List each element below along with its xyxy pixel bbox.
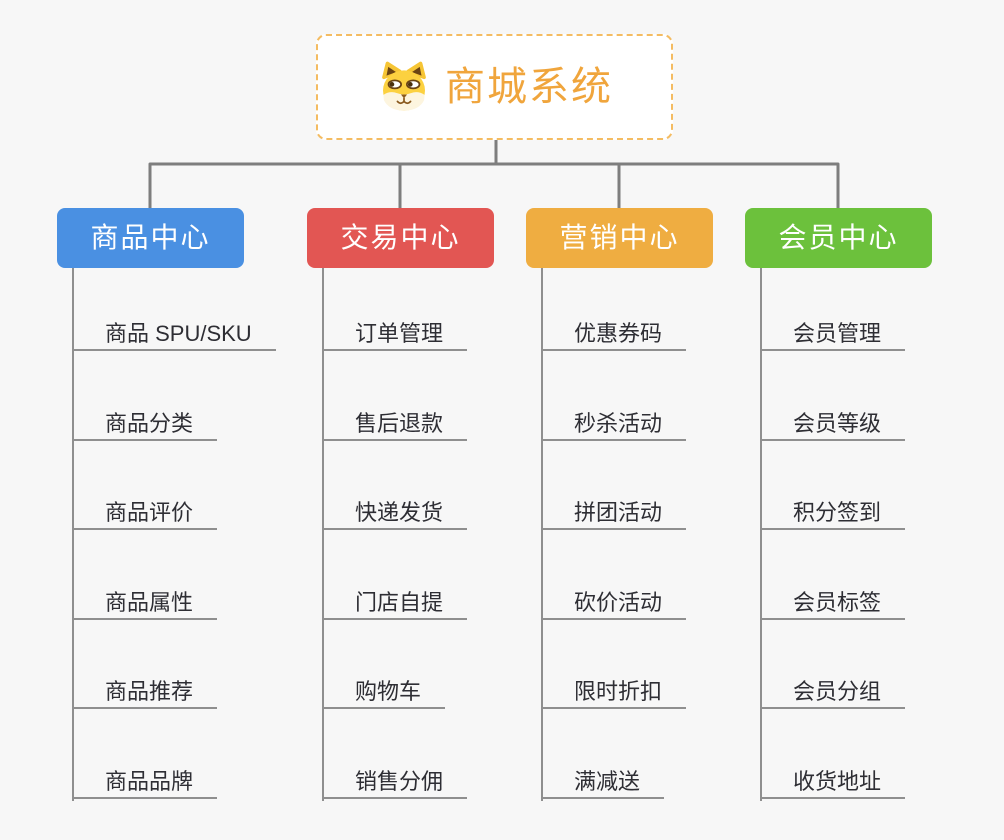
mindmap-item[interactable]: 商品属性 (72, 586, 218, 620)
mindmap-item[interactable]: 满减送 (541, 765, 665, 799)
branch-header-2[interactable]: 营销中心 (526, 208, 713, 268)
mindmap-item[interactable]: 收货地址 (760, 765, 906, 799)
mindmap-item[interactable]: 商品推荐 (72, 675, 218, 709)
mindmap-item[interactable]: 订单管理 (322, 317, 468, 351)
mindmap-item[interactable]: 快递发货 (322, 496, 468, 530)
mindmap-item[interactable]: 门店自提 (322, 586, 468, 620)
branch-connector-line (322, 268, 324, 801)
branch-label: 会员中心 (778, 222, 899, 253)
branch-connector-line (760, 268, 762, 801)
mindmap-item[interactable]: 购物车 (322, 675, 446, 709)
root-title: 商城系统 (445, 65, 613, 109)
mindmap-item[interactable]: 会员管理 (760, 317, 906, 351)
mindmap-item[interactable]: 商品 SPU/SKU (72, 317, 276, 351)
branch-header-0[interactable]: 商品中心 (57, 208, 244, 268)
mindmap-item[interactable]: 商品分类 (72, 407, 218, 441)
branch-header-3[interactable]: 会员中心 (745, 208, 932, 268)
mindmap-item[interactable]: 限时折扣 (541, 675, 687, 709)
mindmap-item[interactable]: 优惠券码 (541, 317, 687, 351)
mindmap-item[interactable]: 会员标签 (760, 586, 906, 620)
mindmap-item[interactable]: 商品评价 (72, 496, 218, 530)
mindmap-item[interactable]: 砍价活动 (541, 586, 687, 620)
mindmap-item[interactable]: 秒杀活动 (541, 407, 687, 441)
mindmap-item[interactable]: 会员分组 (760, 675, 906, 709)
mindmap-item[interactable]: 拼团活动 (541, 496, 687, 530)
branch-label: 商品中心 (90, 222, 211, 253)
mindmap-item[interactable]: 售后退款 (322, 407, 468, 441)
branch-header-1[interactable]: 交易中心 (307, 208, 494, 268)
dog-face-icon (382, 61, 426, 111)
mindmap-item[interactable]: 会员等级 (760, 407, 906, 441)
branch-connector-line (72, 268, 74, 801)
branch-connector-line (541, 268, 543, 801)
branch-label: 营销中心 (559, 222, 680, 253)
root-node[interactable]: 商城系统 (316, 34, 673, 140)
branch-label: 交易中心 (340, 222, 461, 253)
mindmap-item[interactable]: 积分签到 (760, 496, 906, 530)
mindmap-item[interactable]: 销售分佣 (322, 765, 468, 799)
mindmap-item[interactable]: 商品品牌 (72, 765, 218, 799)
